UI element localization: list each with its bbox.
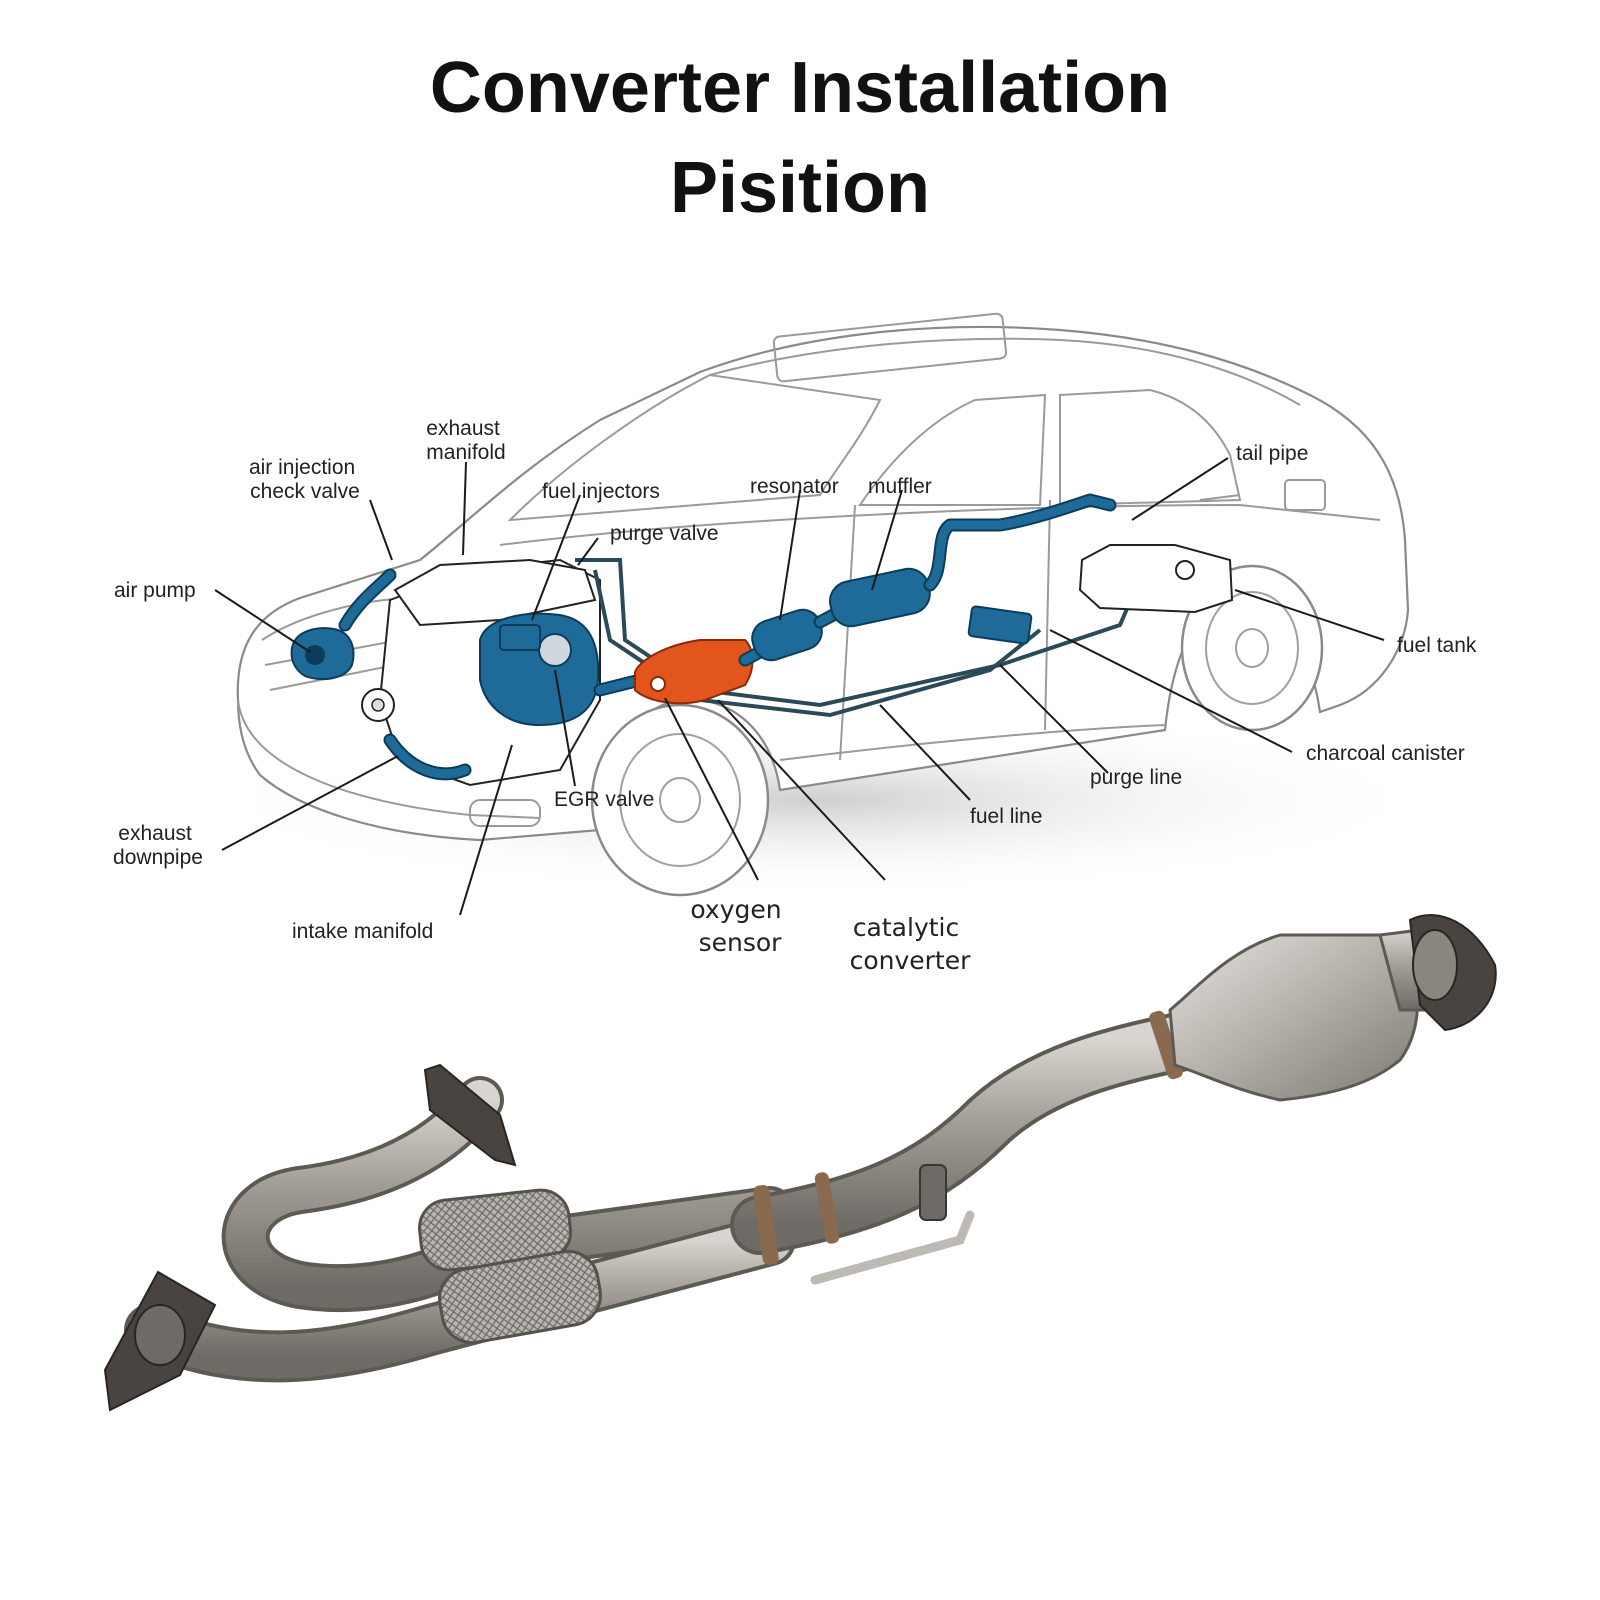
valve-cover <box>393 558 597 627</box>
fuel-door <box>1284 479 1326 511</box>
fuel-line-path <box>575 558 1137 708</box>
title-line-1: Converter Installation <box>429 48 1171 128</box>
label-exhaust-downpipe: exhaust downpipe <box>113 822 203 869</box>
label-oxygen-sensor: oxygen sensor <box>690 895 789 957</box>
label-purge-line: purge line <box>1090 766 1182 789</box>
hanger-rod <box>810 1210 975 1285</box>
beltline <box>499 503 1381 546</box>
flex-pipe-lower <box>438 1249 602 1345</box>
front-bumper <box>237 699 541 819</box>
door-handle <box>1199 494 1241 501</box>
label-egr-valve: EGR valve <box>554 788 654 811</box>
windshield <box>507 373 882 522</box>
exhaust-downpipe-pipe <box>385 735 470 779</box>
egr-valve-body <box>538 633 572 667</box>
hanger-bracket <box>919 1164 947 1221</box>
label-exhaust-manifold: exhaust manifold <box>426 417 505 464</box>
flange-top-left <box>423 1063 517 1167</box>
label-resonator: resonator <box>750 475 839 498</box>
roof-line <box>709 337 1301 406</box>
lower-sill <box>779 724 1166 761</box>
side-window-front <box>858 393 1047 506</box>
label-muffler: muffler <box>868 475 932 498</box>
label-purge-valve: purge valve <box>610 522 719 545</box>
label-catalytic-converter: catalytic converter <box>850 913 972 975</box>
fog-light <box>469 799 541 827</box>
label-charcoal-canister: charcoal canister <box>1306 742 1465 765</box>
leader-lines <box>214 457 1385 916</box>
front-wheel <box>590 703 770 897</box>
title-line-2: Pisition <box>669 148 930 228</box>
front-exhaust-pipe <box>595 675 645 695</box>
door-line <box>839 499 1051 761</box>
label-fuel-tank: fuel tank <box>1397 634 1477 657</box>
catalytic-converter-body <box>1168 933 1419 1102</box>
side-window-rear <box>1059 388 1242 507</box>
fuel-tank-shape <box>1078 544 1234 614</box>
engine-systems <box>290 493 1234 787</box>
label-fuel-injectors: fuel injectors <box>542 480 660 503</box>
purge-line-path <box>593 569 1042 718</box>
label-air-injection-check-valve: air injection check valve <box>249 456 361 503</box>
label-air-pump: air pump <box>114 579 196 602</box>
label-tail-pipe: tail pipe <box>1236 442 1308 465</box>
sunroof <box>772 312 1008 383</box>
label-intake-manifold: intake manifold <box>292 920 433 943</box>
label-fuel-line: fuel line <box>970 805 1042 828</box>
tail-pipe-shape <box>925 495 1115 590</box>
component-labels: exhaust manifold air injection check val… <box>113 417 1477 975</box>
fuel-injector-rail <box>499 624 541 651</box>
car-illustration <box>200 312 1440 897</box>
air-injection-hose <box>340 570 395 630</box>
charcoal-canister-shape <box>967 605 1033 645</box>
oxygen-sensor-shape <box>650 676 666 692</box>
converter-product-photo <box>103 914 1497 1412</box>
